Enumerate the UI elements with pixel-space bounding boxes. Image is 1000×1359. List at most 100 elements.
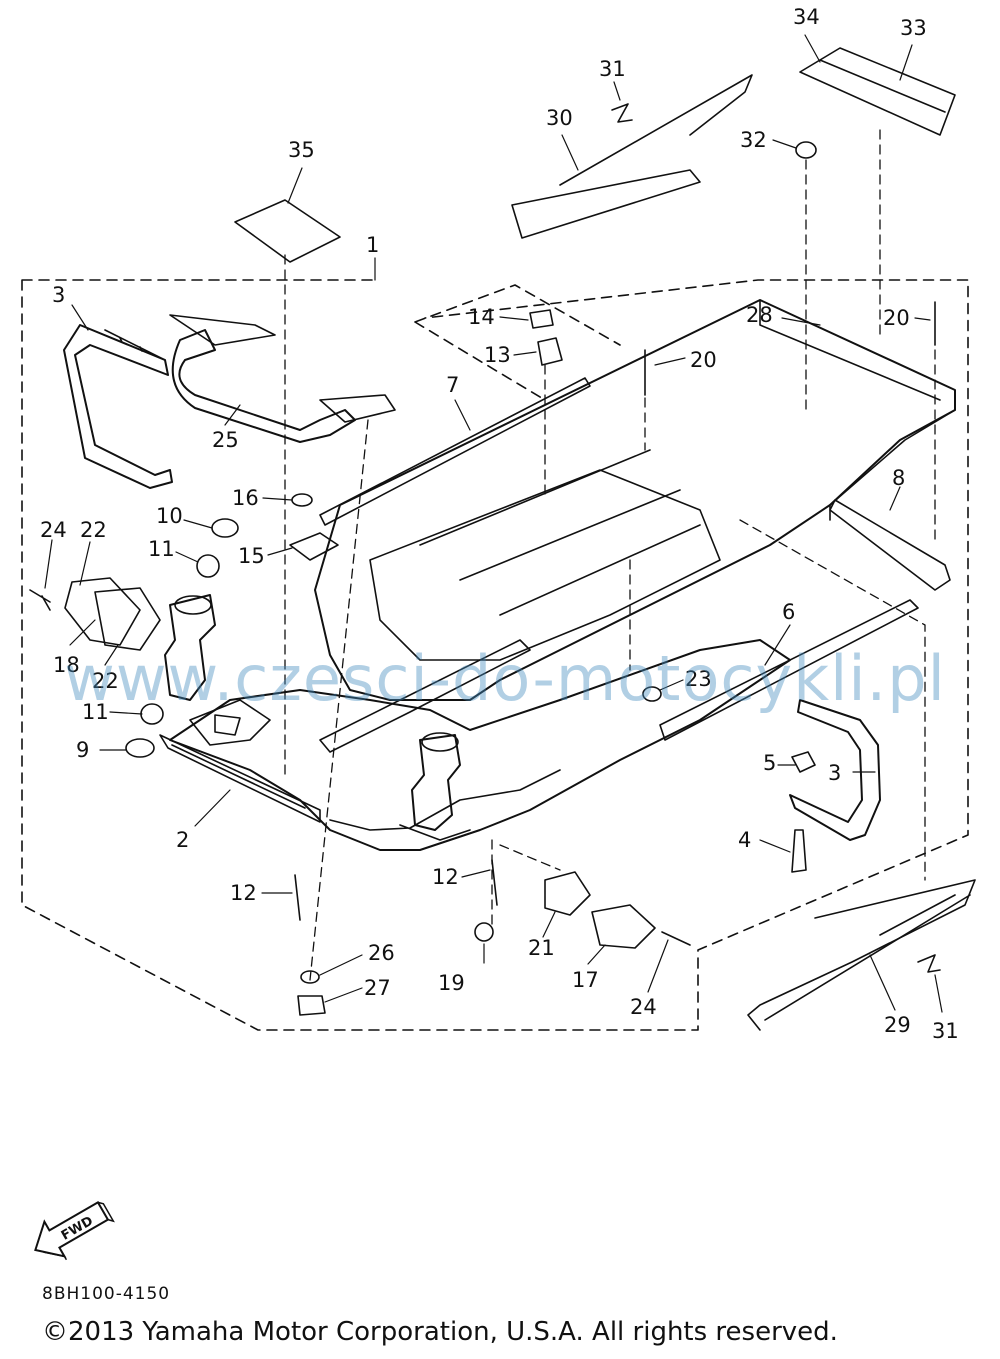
frame-top-edge bbox=[759, 299, 941, 401]
nut-5 bbox=[791, 751, 816, 773]
ldr-24b bbox=[647, 939, 669, 993]
decal-leader-box bbox=[414, 284, 621, 401]
callout-6: 6 bbox=[782, 600, 795, 624]
decal-30 bbox=[511, 169, 701, 239]
ldr-31a bbox=[613, 81, 621, 101]
callout-12-right: 12 bbox=[432, 865, 459, 889]
emblem-31-top bbox=[611, 103, 633, 123]
ldr-3a bbox=[71, 304, 89, 331]
frame-body bbox=[314, 299, 956, 701]
plate-21 bbox=[544, 871, 591, 916]
ldr-21 bbox=[542, 911, 556, 938]
callout-4: 4 bbox=[738, 828, 751, 852]
ldr-25 bbox=[224, 404, 241, 426]
callout-13: 13 bbox=[484, 343, 511, 367]
leader-25 bbox=[309, 419, 369, 981]
callout-labels: 1 2 3 3 4 5 6 7 8 9 10 11 11 12 12 13 14… bbox=[40, 5, 959, 1043]
bushing-9 bbox=[125, 738, 155, 758]
bushing-11-top bbox=[196, 554, 220, 578]
ldr-22a bbox=[79, 541, 91, 586]
callout-11-top: 11 bbox=[148, 537, 175, 561]
rail-8 bbox=[829, 499, 951, 591]
callout-27: 27 bbox=[364, 976, 391, 1000]
ldr-10 bbox=[183, 519, 213, 529]
decal-33-34 bbox=[799, 47, 956, 136]
callout-5: 5 bbox=[763, 751, 776, 775]
callout-34: 34 bbox=[793, 5, 820, 29]
callout-24-left: 24 bbox=[40, 518, 67, 542]
ldr-35 bbox=[287, 167, 303, 204]
callout-1: 1 bbox=[366, 233, 379, 257]
ldr-8 bbox=[889, 486, 901, 511]
callout-28: 28 bbox=[746, 303, 773, 327]
mount-15 bbox=[289, 532, 339, 561]
ldr-32 bbox=[772, 139, 797, 149]
callout-10: 10 bbox=[156, 504, 183, 528]
nut-27 bbox=[297, 995, 326, 1016]
callout-20-right: 20 bbox=[883, 306, 910, 330]
ldr-6 bbox=[764, 624, 791, 666]
ldr-18 bbox=[69, 619, 96, 646]
bushing-11-bottom bbox=[140, 703, 164, 725]
ldr-26 bbox=[319, 954, 363, 976]
ldr-29 bbox=[869, 954, 896, 1011]
callout-22-bottom: 22 bbox=[92, 669, 119, 693]
emblem-31-bottom bbox=[917, 954, 941, 973]
callout-8: 8 bbox=[892, 466, 905, 490]
bolt-4 bbox=[791, 829, 807, 873]
nut-14 bbox=[529, 309, 554, 329]
callout-19: 19 bbox=[438, 971, 465, 995]
ldr-20a bbox=[654, 357, 686, 366]
callout-20-center: 20 bbox=[690, 348, 717, 372]
callout-25: 25 bbox=[212, 428, 239, 452]
ldr-7 bbox=[454, 399, 471, 431]
callout-30: 30 bbox=[546, 106, 573, 130]
lower-frame-plate bbox=[329, 769, 561, 841]
callout-22-top: 22 bbox=[80, 518, 107, 542]
leader-29 bbox=[739, 519, 926, 881]
bolt-24-right bbox=[661, 931, 691, 946]
bumper-3-left bbox=[63, 324, 173, 489]
copyright-notice: ©2013 Yamaha Motor Corporation, U.S.A. A… bbox=[42, 1317, 838, 1347]
ldr-33 bbox=[899, 44, 913, 81]
ldr-20b bbox=[914, 317, 931, 321]
ldr-23 bbox=[659, 679, 684, 691]
leader-21 bbox=[499, 844, 561, 871]
decal-29-stripes bbox=[764, 894, 971, 1021]
bushing-10 bbox=[211, 518, 239, 538]
nut-23 bbox=[642, 686, 662, 702]
callout-24-right: 24 bbox=[630, 995, 657, 1019]
callout-18: 18 bbox=[53, 653, 80, 677]
handle-25 bbox=[171, 329, 356, 443]
ldr-24a bbox=[44, 539, 53, 589]
bushing-16 bbox=[291, 493, 313, 507]
plate-22 bbox=[64, 577, 141, 646]
ldr-11b bbox=[109, 711, 143, 715]
ldr-22b bbox=[104, 644, 119, 666]
ldr-13 bbox=[513, 351, 537, 356]
fwd-arrow-icon: FWD bbox=[34, 1200, 115, 1261]
callout-2: 2 bbox=[176, 828, 189, 852]
callout-23: 23 bbox=[685, 667, 712, 691]
decal-29 bbox=[747, 879, 976, 1031]
callout-12-left: 12 bbox=[230, 881, 257, 905]
ldr-12b bbox=[461, 869, 491, 878]
ldr-31b bbox=[934, 974, 943, 1013]
ldr-28 bbox=[781, 317, 821, 326]
ldr-27 bbox=[324, 987, 363, 1003]
bracket-2 bbox=[159, 734, 321, 823]
bumper-3-right bbox=[789, 699, 881, 841]
bumper-3-left-holes bbox=[104, 329, 166, 361]
ldr-11a bbox=[175, 551, 199, 563]
pad-35 bbox=[234, 199, 341, 263]
callout-11-bottom: 11 bbox=[82, 700, 109, 724]
callout-7: 7 bbox=[446, 373, 459, 397]
spindle-left-top bbox=[174, 595, 212, 615]
callout-9: 9 bbox=[76, 738, 89, 762]
lower-frame bbox=[169, 639, 791, 851]
assembly-boundary bbox=[21, 279, 969, 1031]
spindle-right bbox=[411, 734, 461, 831]
bolt-12-right bbox=[491, 859, 498, 906]
callout-35: 35 bbox=[288, 138, 315, 162]
plate-18 bbox=[94, 587, 161, 651]
